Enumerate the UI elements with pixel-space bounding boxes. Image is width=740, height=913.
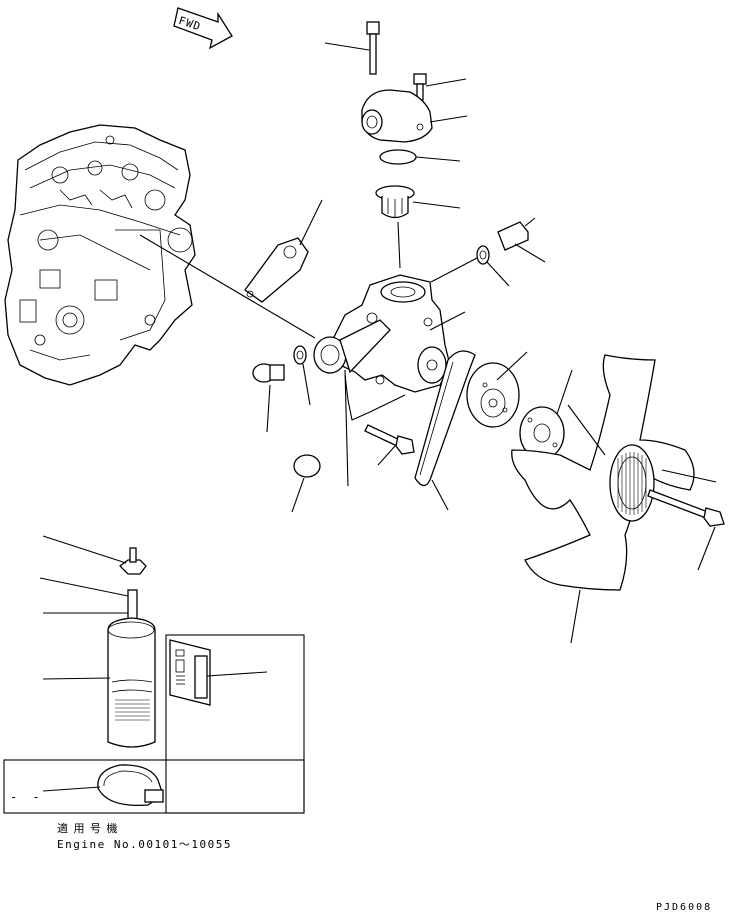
thermostat-housing bbox=[361, 73, 468, 143]
hose-clamp bbox=[42, 764, 164, 807]
seal-plate bbox=[291, 369, 349, 513]
filter-assembly bbox=[39, 535, 156, 748]
cooling-fan bbox=[511, 354, 717, 644]
instruction-card bbox=[169, 639, 268, 706]
o-ring bbox=[379, 149, 461, 165]
kit-boxes bbox=[3, 634, 305, 814]
water-pump-gasket bbox=[139, 199, 323, 339]
engine-range: Engine No.00101～10055 bbox=[57, 838, 232, 851]
v-belt bbox=[414, 350, 476, 511]
pump-bolt bbox=[364, 424, 415, 466]
optional-marker: - - bbox=[10, 790, 44, 804]
fan-spacer bbox=[519, 369, 573, 460]
water-pump bbox=[313, 274, 466, 421]
temperature-sender bbox=[430, 217, 546, 287]
bolt-top bbox=[324, 21, 380, 75]
engine-block bbox=[4, 124, 196, 386]
thermostat bbox=[375, 185, 461, 269]
drain-plug bbox=[252, 345, 311, 433]
fwd-arrow bbox=[173, 7, 233, 50]
drawing-code: PJD6008 bbox=[656, 902, 713, 913]
water-pump-pulley bbox=[466, 351, 528, 428]
fan-bolt bbox=[647, 489, 725, 571]
applicable-label: 適 用 号 機 bbox=[57, 822, 119, 835]
